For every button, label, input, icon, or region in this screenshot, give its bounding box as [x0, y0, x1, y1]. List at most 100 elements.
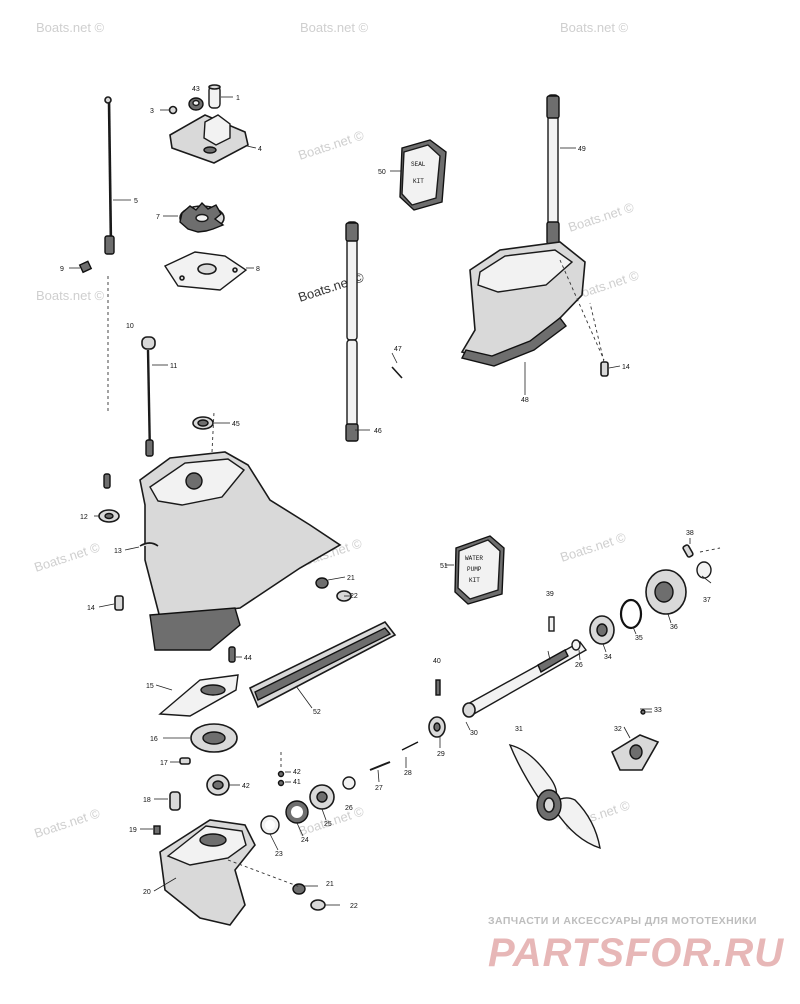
callout-30: 30	[470, 730, 478, 737]
callout-33: 33	[654, 707, 662, 714]
part-15-gasket[interactable]	[158, 674, 239, 717]
part-40-pin[interactable]	[435, 679, 441, 696]
callout-18: 18	[143, 797, 151, 804]
callout-19: 19	[129, 827, 137, 834]
part-stud[interactable]	[103, 473, 111, 489]
branding: ЗАПЧАСТИ И АКСЕССУАРЫ ДЛЯ МОТОТЕХНИКИ PA…	[488, 915, 784, 975]
callout-36: 36	[670, 624, 678, 631]
part-14-bolt-left[interactable]	[114, 595, 124, 611]
part-30-propshaft[interactable]	[462, 641, 588, 718]
watermark: Boats.net ©	[32, 805, 102, 840]
part-38-screw[interactable]	[682, 544, 694, 558]
callout-46: 46	[374, 428, 382, 435]
callout-3: 3	[150, 108, 154, 115]
brand-logo[interactable]: PARTSFOR.RU	[488, 931, 784, 975]
watermark: Boats.net ©	[558, 529, 628, 564]
part-17-pin[interactable]	[179, 757, 191, 765]
callout-42-upper: 42	[293, 769, 301, 776]
part-48-exhaust-housing[interactable]	[460, 241, 586, 367]
part-47-pin[interactable]	[391, 366, 403, 379]
callout-47: 47	[394, 346, 402, 353]
part-24-bearing[interactable]	[285, 800, 309, 824]
part-36-carrier[interactable]	[645, 569, 687, 615]
callout-34: 34	[604, 654, 612, 661]
part-34-bearing[interactable]	[589, 615, 615, 645]
part-43-grommet[interactable]	[188, 97, 204, 111]
part-20-gearcase[interactable]	[159, 819, 256, 926]
callout-21-upper: 21	[347, 575, 355, 582]
part-23-ring[interactable]	[260, 815, 280, 835]
watermark: Boats.net ©	[36, 20, 105, 35]
part-46-driveshaft[interactable]	[345, 221, 359, 442]
part-26-washer[interactable]	[342, 776, 356, 790]
callout-26-shaft: 26	[575, 662, 583, 669]
part-27-pin[interactable]	[369, 761, 391, 771]
part-13-pin[interactable]	[139, 542, 159, 547]
part-39-key[interactable]	[548, 616, 555, 632]
callout-16: 16	[150, 736, 158, 743]
part-28-spring[interactable]	[401, 741, 419, 751]
part-16-bearing[interactable]	[190, 723, 238, 753]
callout-37: 37	[703, 597, 711, 604]
callout-38: 38	[686, 530, 694, 537]
callout-51: 51	[440, 563, 448, 570]
callout-leaders	[69, 96, 721, 906]
part-51-water-pump-kit[interactable]: WATER PUMP KIT	[454, 535, 505, 605]
part-10-11-drive-rod[interactable]	[107, 276, 156, 457]
part-7-impeller[interactable]	[179, 201, 225, 233]
part-22-plug-lower[interactable]	[310, 899, 326, 911]
brand-tagline: ЗАПЧАСТИ И АКСЕССУАРЫ ДЛЯ МОТОТЕХНИКИ	[488, 915, 757, 927]
callout-29: 29	[437, 751, 445, 758]
part-31-propeller[interactable]	[508, 743, 601, 850]
callout-7: 7	[156, 214, 160, 221]
part-29-clutch[interactable]	[428, 716, 446, 738]
part-37-washer[interactable]	[696, 561, 712, 579]
callout-5: 5	[134, 198, 138, 205]
part-3-screw[interactable]	[160, 105, 178, 115]
callout-13: 13	[114, 548, 122, 555]
callout-24: 24	[301, 837, 309, 844]
part-35-oring[interactable]	[619, 598, 643, 630]
part-4-pump-housing[interactable]	[169, 114, 249, 164]
callout-21-lower: 21	[326, 881, 334, 888]
water-pump-kit-text: WATER	[465, 555, 483, 562]
callout-49: 49	[578, 146, 586, 153]
part-21-washer-lower[interactable]	[292, 883, 306, 895]
part-44-dowel[interactable]	[228, 646, 236, 663]
callout-43: 43	[192, 86, 200, 93]
callout-32: 32	[614, 726, 622, 733]
part-12-washer[interactable]	[98, 509, 120, 523]
part-43-pinion-gear[interactable]	[206, 774, 230, 796]
callout-27: 27	[375, 785, 383, 792]
part-gear-housing-upper[interactable]	[139, 451, 342, 651]
part-45-grommet[interactable]	[192, 416, 214, 430]
part-21-washer[interactable]	[315, 577, 329, 589]
part-52-anode[interactable]	[248, 620, 397, 709]
part-32-prop-nut[interactable]	[610, 734, 660, 771]
part-33-cotter[interactable]	[640, 709, 652, 715]
watermark: Boats.net ©	[566, 199, 636, 234]
callout-35: 35	[635, 635, 643, 642]
callout-12: 12	[80, 514, 88, 521]
callout-41: 41	[293, 779, 301, 786]
part-1-tube[interactable]	[208, 84, 221, 109]
part-9-screw[interactable]	[78, 260, 93, 274]
part-14-bolt[interactable]	[589, 302, 609, 377]
callout-42-lower: 42	[242, 783, 250, 790]
part-25-gear[interactable]	[309, 784, 335, 810]
callout-14-left: 14	[87, 605, 95, 612]
callout-4: 4	[258, 146, 262, 153]
part-19-screw[interactable]	[153, 825, 161, 835]
callout-50: 50	[378, 169, 386, 176]
callout-44: 44	[244, 655, 252, 662]
part-26-thrust-washer[interactable]	[571, 639, 581, 651]
callout-48: 48	[521, 397, 529, 404]
part-41-42-pins[interactable]	[277, 752, 285, 787]
part-18-clip[interactable]	[169, 791, 181, 811]
part-8-plate[interactable]	[163, 251, 248, 291]
water-pump-kit-text: PUMP	[467, 566, 482, 573]
part-5-shift-rod[interactable]	[104, 96, 115, 255]
callout-20: 20	[143, 889, 151, 896]
part-49-shaft[interactable]	[546, 94, 560, 246]
part-50-seal-kit[interactable]: SEAL KIT	[399, 139, 447, 211]
